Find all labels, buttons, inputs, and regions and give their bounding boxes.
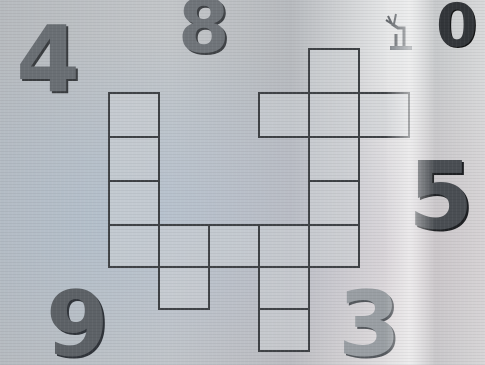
grid-cell[interactable] bbox=[108, 136, 160, 182]
digit-zero-decoration: 0 bbox=[436, 0, 478, 56]
grid-cell[interactable] bbox=[108, 180, 160, 226]
digit-three-decoration: 3 bbox=[338, 280, 401, 365]
grid-cell[interactable] bbox=[258, 92, 310, 138]
digit-eight-decoration: 8 bbox=[178, 0, 230, 64]
grid-cell[interactable] bbox=[308, 92, 360, 138]
digit-four-decoration: 4 bbox=[16, 14, 80, 106]
grid-cell[interactable] bbox=[258, 266, 310, 310]
grid-cell[interactable] bbox=[258, 308, 310, 352]
grid-cell[interactable] bbox=[108, 92, 160, 138]
grid-cell[interactable] bbox=[108, 224, 160, 268]
digit-nine-decoration: 9 bbox=[46, 280, 109, 365]
grid-cell[interactable] bbox=[308, 48, 360, 94]
grid-cell[interactable] bbox=[308, 224, 360, 268]
grid-cell[interactable] bbox=[358, 92, 410, 138]
grid-cell[interactable] bbox=[258, 224, 310, 268]
grid-cell[interactable] bbox=[158, 266, 210, 310]
grid-cell[interactable] bbox=[158, 224, 210, 268]
digit-five-decoration: 5 bbox=[408, 150, 473, 244]
grid-cell[interactable] bbox=[308, 180, 360, 226]
grid-cell[interactable] bbox=[308, 136, 360, 182]
reindeer-icon bbox=[382, 10, 418, 54]
grid-cell[interactable] bbox=[208, 224, 260, 268]
